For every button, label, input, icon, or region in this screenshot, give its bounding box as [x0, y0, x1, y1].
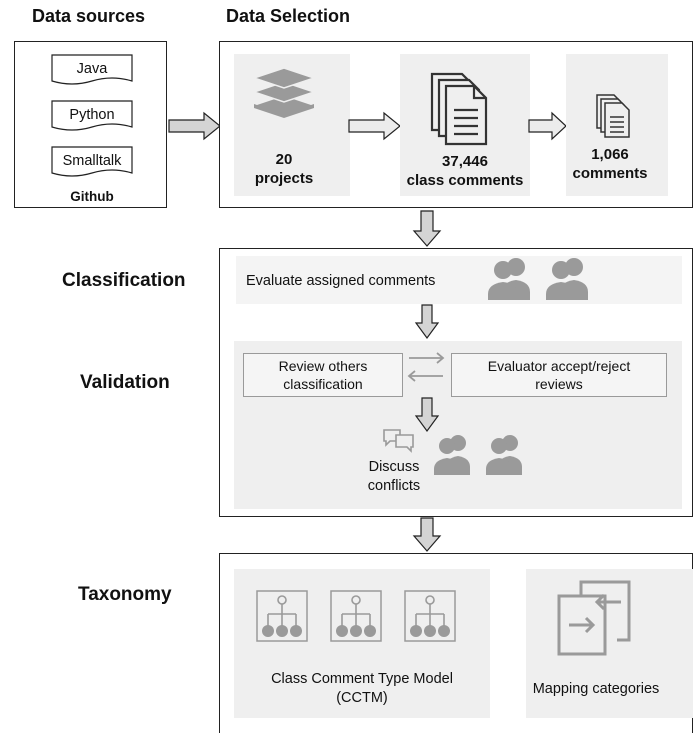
classification-label: Classification — [62, 270, 186, 291]
validation-label: Validation — [80, 372, 170, 393]
hierarchy-tree-icon — [404, 590, 456, 642]
hierarchy-tree-icon — [330, 590, 382, 642]
evaluator-line1: Evaluator accept/reject — [487, 358, 631, 374]
users-icon — [488, 258, 588, 300]
evaluate-panel — [236, 256, 682, 304]
exchange-arrows-icon — [407, 352, 445, 382]
source-java: Java — [76, 61, 108, 77]
projects-count: 20 — [275, 151, 293, 168]
projects-label: projects — [254, 170, 314, 187]
evaluate-assigned-comments: Evaluate assigned comments — [246, 273, 436, 289]
documents-stack-icon — [430, 72, 488, 146]
cctm-panel — [234, 569, 490, 718]
hierarchy-tree-icon — [256, 590, 308, 642]
review-line2: classification — [283, 376, 363, 392]
review-line1: Review others — [278, 358, 368, 374]
arrow-down-icon — [412, 210, 442, 247]
arrow-right-icon — [168, 111, 221, 141]
users-icon — [434, 435, 522, 475]
comments-count: 1,066 — [591, 146, 629, 163]
data-selection-heading: Data Selection — [226, 6, 351, 26]
arrow-right-icon — [528, 111, 567, 141]
review-others-box: Review others classification — [243, 353, 403, 397]
source-python: Python — [69, 107, 115, 123]
arrow-down-icon — [412, 517, 442, 552]
class-comments-label: class comments — [406, 172, 524, 189]
source-smalltalk: Smalltalk — [62, 153, 122, 169]
evaluator-accept-reject-box: Evaluator accept/reject reviews — [451, 353, 667, 397]
chat-bubbles-icon — [383, 429, 414, 453]
cctm-line2: (CCTM) — [336, 690, 388, 706]
layers-icon — [251, 67, 317, 118]
arrow-down-icon — [414, 304, 440, 340]
documents-stack-icon — [596, 94, 630, 138]
arrow-down-icon — [414, 397, 440, 433]
github-label: Github — [70, 189, 114, 204]
discuss-line2: conflicts — [367, 478, 421, 494]
data-sources-heading: Data sources — [32, 6, 146, 26]
mapping-panel — [526, 569, 693, 718]
java-document-icon — [51, 54, 133, 85]
smalltalk-document-icon — [51, 146, 133, 177]
taxonomy-label: Taxonomy — [78, 584, 172, 605]
evaluator-line2: reviews — [535, 376, 583, 392]
cctm-line1: Class Comment Type Model — [271, 671, 453, 687]
python-document-icon — [51, 100, 133, 131]
arrow-right-icon — [348, 111, 401, 141]
class-comments-count: 37,446 — [442, 153, 488, 170]
discuss-line1: Discuss — [368, 459, 420, 475]
mapping-categories-label: Mapping categories — [532, 681, 660, 697]
mapping-icon — [557, 580, 631, 656]
comments-label: comments — [572, 165, 648, 182]
